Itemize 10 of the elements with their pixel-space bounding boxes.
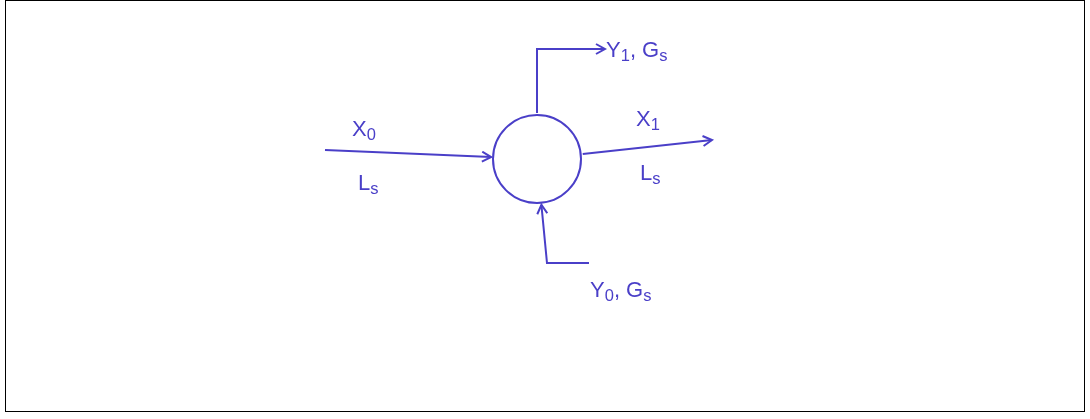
flow-arrow <box>581 135 713 156</box>
stream-label: Y$_{1}$, G$_{s}$ <box>606 32 716 66</box>
stream-label: L$_{s}$ <box>640 159 661 189</box>
flow-arrow <box>536 43 606 114</box>
stream-label: X$_{1}$ <box>636 105 660 135</box>
stream-label: Y$_{0}$, G$_{s}$ <box>590 262 700 306</box>
stream-label: X$_{0}$ <box>352 115 376 145</box>
stream-label: L$_{s}$ <box>358 169 379 199</box>
flow-arrow <box>536 203 590 264</box>
flow-arrow <box>324 149 493 163</box>
